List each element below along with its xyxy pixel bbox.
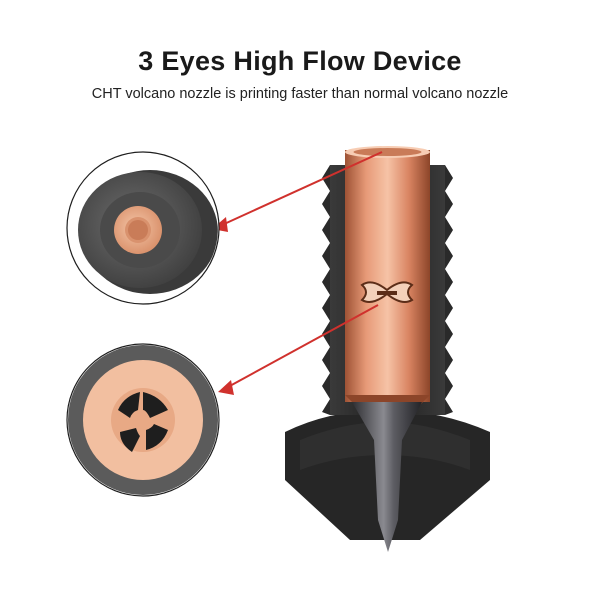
top-inset (66, 151, 220, 305)
thread-ridges-right (445, 165, 453, 415)
page-subtitle: CHT volcano nozzle is printing faster th… (91, 86, 509, 102)
three-eye-bore-icon (118, 392, 168, 452)
thread-ridges-left (322, 165, 330, 415)
bottom-inset (66, 343, 220, 497)
copper-insert (345, 150, 430, 402)
three-eyes-insert (360, 281, 414, 303)
nozzle-body (285, 146, 490, 552)
page-title: 3 Eyes High Flow Device (138, 46, 462, 76)
arrow-bottom (227, 304, 379, 388)
steel-nozzle-tip (352, 402, 422, 552)
arrow-top (221, 151, 383, 226)
